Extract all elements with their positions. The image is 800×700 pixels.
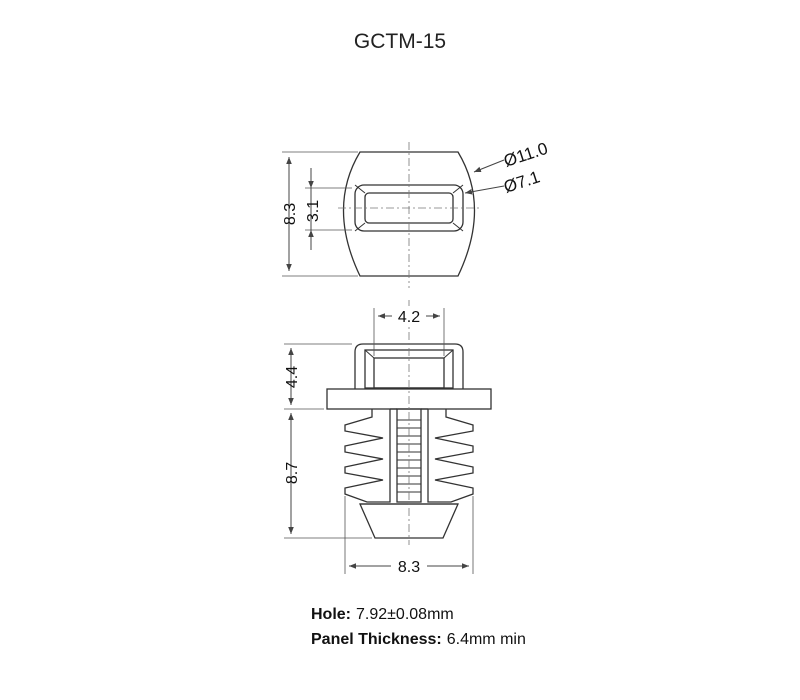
dim-label-head-height: 4.4 — [284, 366, 301, 388]
dim-label-fin-width: 8.3 — [398, 559, 420, 576]
spec-panel-thickness: Panel Thickness:6.4mm min — [311, 631, 526, 649]
leader-inner-dia — [464, 185, 505, 195]
dim-label-inner-dia: Ø7.1 — [501, 167, 542, 196]
spec-panel-value: 6.4mm min — [446, 631, 526, 648]
top-view-slot-corners — [354, 184, 464, 232]
dim-label-height: 8.3 — [282, 203, 299, 225]
top-view — [282, 142, 505, 288]
side-view — [284, 300, 492, 574]
dim-label-slot-height: 3.1 — [305, 200, 322, 222]
drawing-title: GCTM-15 — [353, 30, 447, 53]
spec-hole: Hole: 7.92±0.08mm — [311, 606, 454, 624]
leader-outer-dia — [473, 159, 505, 173]
spec-hole-value: 7.92±0.08mm — [356, 606, 454, 623]
dim-label-body-height: 8.7 — [284, 462, 301, 484]
side-view-fins-right — [427, 409, 474, 503]
dim-label-head-width: 4.2 — [398, 309, 420, 326]
top-view-outline — [342, 151, 476, 277]
spec-panel-label: Panel Thickness: — [311, 631, 442, 648]
side-view-fins-left — [344, 409, 391, 503]
dim-label-outer-dia: Ø11.0 — [501, 139, 550, 171]
top-view-centerlines — [338, 142, 482, 288]
spec-hole-label: Hole: — [311, 606, 351, 623]
